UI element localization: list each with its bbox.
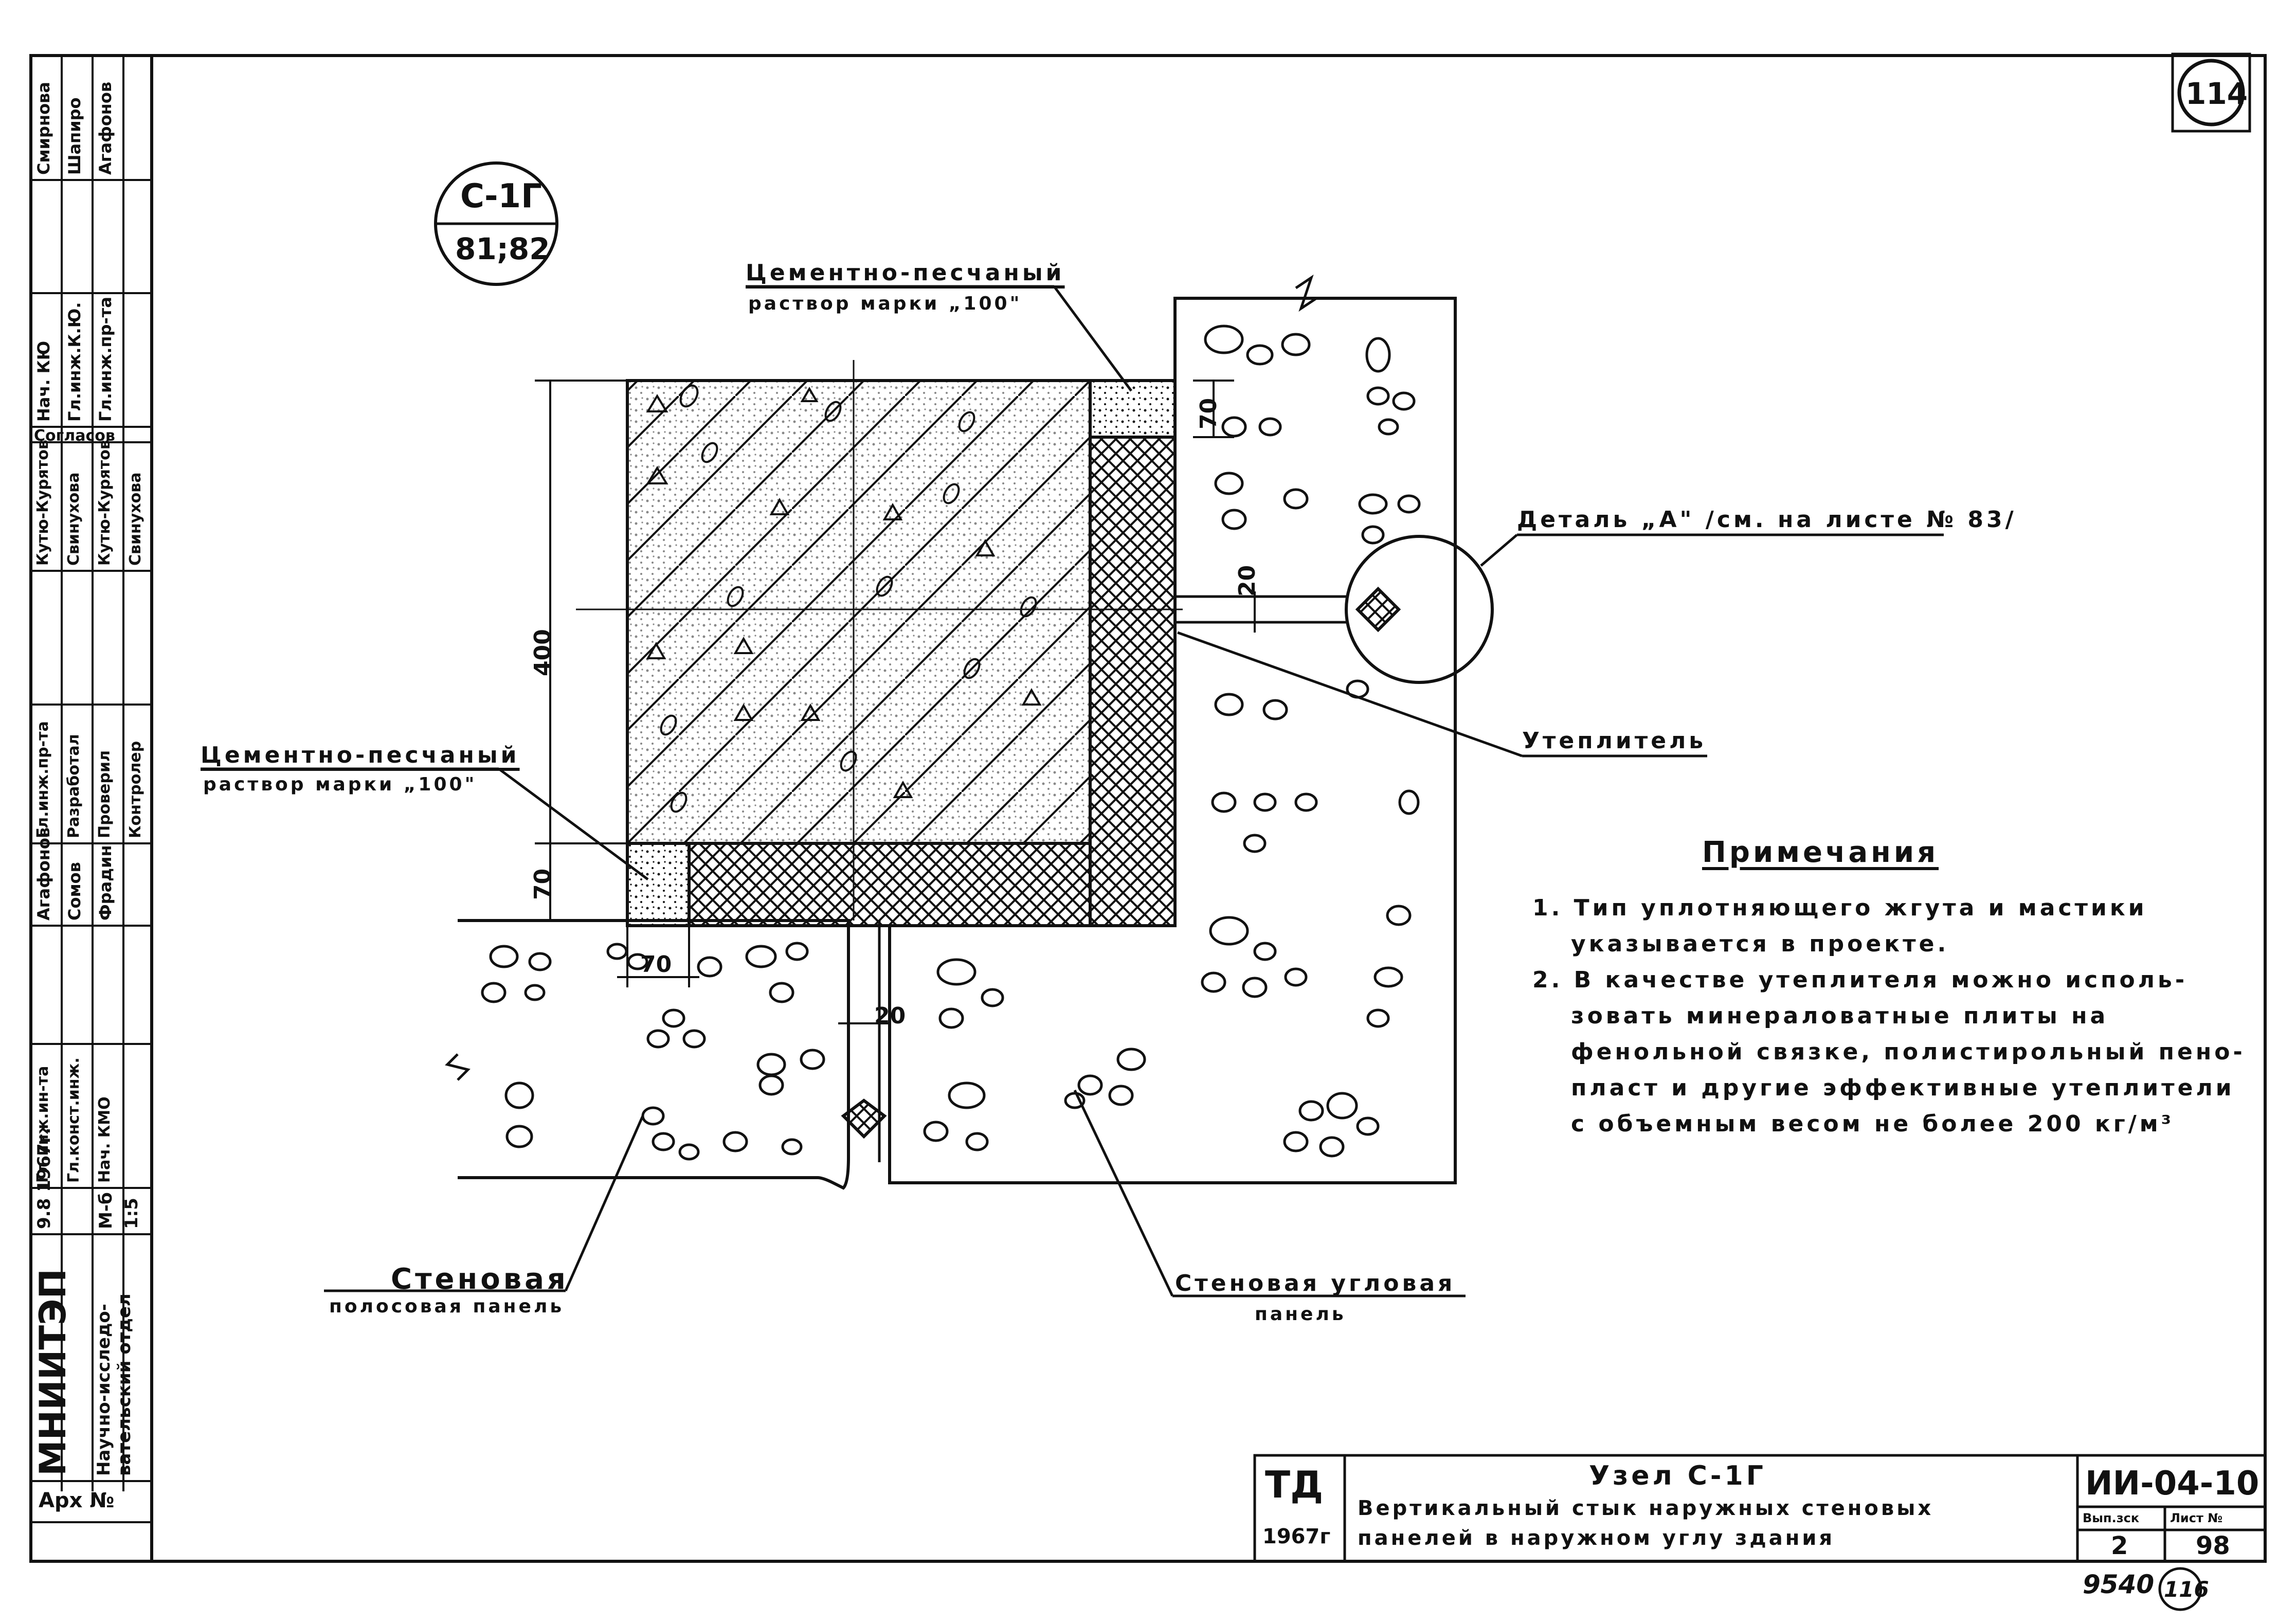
strip-panel-line2: полосовая панель <box>329 1296 565 1317</box>
stamp-name-b-3: Кутю-Курятов <box>96 440 114 566</box>
mortar-left-line1: Цементно-песчаный <box>201 742 520 768</box>
sheet-number-circle <box>2177 59 2245 127</box>
corner-panel-line2: панель <box>1255 1304 1346 1325</box>
stamp-role-a-1: Нач. КЮ <box>34 340 53 422</box>
stamp-role-b-3: Проверил <box>96 750 114 838</box>
insulation-label: Утеплитель <box>1522 728 1707 754</box>
dim-70-left: 70 <box>530 868 556 900</box>
stamp-name-a-3: Агафонов <box>96 81 115 175</box>
title-sheet-label: Лист № <box>2170 1511 2223 1525</box>
corner-panel-line1: Стеновая угловая <box>1175 1270 1456 1296</box>
insulation-horizontal <box>688 842 1092 927</box>
stamp-scale-1: М-б <box>96 1192 116 1229</box>
note-2-line3: фенольной связке, полистирольный пено- <box>1571 1039 2246 1065</box>
stamp-role-b-4: Контролер <box>126 741 144 838</box>
stamp-org: МНИИТЭП <box>32 1268 74 1476</box>
title-node: Узел С-1Г <box>1589 1460 1766 1491</box>
stamp-role-a-2: Гл.инж.К.Ю. <box>65 302 84 422</box>
title-year: 1967г <box>1262 1525 1331 1548</box>
note-2-line4: пласт и другие эффективные утеплители <box>1571 1075 2235 1101</box>
seal-gasket-bottom <box>841 1098 887 1139</box>
column-concrete-aggregate <box>627 381 1090 843</box>
note-2-line1: 2. В качестве утеплителя можно исполь- <box>1532 967 2188 993</box>
insulation-vertical <box>1089 436 1177 927</box>
stamp-name-c-3: Фрадин <box>96 845 115 921</box>
mortar-top-line1: Цементно-песчаный <box>746 260 1065 286</box>
title-issue: 2 <box>2111 1531 2128 1560</box>
stamp-grid <box>31 56 152 1523</box>
node-ref-top: С-1Г <box>460 177 542 215</box>
panel-aggregate <box>481 324 1421 1161</box>
strip-panel-line1: Стеновая <box>391 1263 569 1296</box>
detail-a-circle <box>1345 535 1494 684</box>
dim-70-top: 70 <box>1196 398 1222 429</box>
break-mark-top <box>1295 274 1317 312</box>
mortar-left-line2: раствор марки „100" <box>203 774 477 795</box>
stamp-role-b-1: Гл.инж.пр-та <box>34 721 52 838</box>
stamp-archive-label: Арх № <box>39 1489 115 1512</box>
note-1-line2: указывается в проекте. <box>1571 931 1949 957</box>
detail-ref-label: Деталь „А" /см. на листе № 83/ <box>1517 507 2017 533</box>
archive-circle-number: 116 <box>2164 1577 2209 1602</box>
stamp-agreed: Согласов <box>34 427 115 445</box>
dim-20-horizontal: 20 <box>874 1003 906 1029</box>
stamp-role-b-2: Разработал <box>65 734 83 838</box>
mortar-pad-left <box>626 842 691 927</box>
sheet-badge: 114 <box>2185 76 2248 111</box>
stamp-name-b-1: Кутю-Курятов <box>34 440 52 566</box>
stamp-role-c-3: Нач. КМО <box>96 1096 114 1183</box>
mortar-top-line2: раствор марки „100" <box>748 293 1022 314</box>
stamp-name-a-1: Смирнова <box>34 82 53 175</box>
leader-lines <box>201 285 1944 1297</box>
title-issue-label: Вып.зск <box>2083 1511 2140 1525</box>
notes-title: Примечания <box>1702 836 1939 869</box>
dim-20-vertical: 20 <box>1234 565 1260 597</box>
title-ta: ТД <box>1265 1463 1324 1506</box>
node-ref-circle <box>434 161 558 286</box>
title-desc-1: Вертикальный стык наружных стеновых <box>1358 1496 1934 1520</box>
title-desc-2: панелей в наружном углу здания <box>1358 1526 1835 1550</box>
stamp-scale-2: 1:5 <box>121 1198 142 1229</box>
dim-70-bottom: 70 <box>640 951 672 978</box>
break-mark-left <box>445 1053 471 1081</box>
stamp-name-b-2: Свинухова <box>65 472 83 566</box>
archive-number: 9540 <box>2083 1570 2155 1599</box>
corner-panel-outline <box>888 297 1457 1184</box>
dimension-lines <box>535 380 1256 1024</box>
node-ref-bottom: 81;82 <box>455 231 550 266</box>
note-2-line2: зовать минераловатные плиты на <box>1571 1003 2109 1029</box>
stamp-name-c-1: Агафонов <box>34 827 53 921</box>
stamp-role-a-3: Гл.инж.пр-та <box>96 297 115 422</box>
stamp-dept-2: вательский отдел <box>114 1293 135 1476</box>
archive-circle <box>2158 1567 2202 1611</box>
note-2-line5: с объемным весом не более 200 кг/м³ <box>1571 1111 2175 1137</box>
aggregate-marks <box>646 384 1042 813</box>
title-block-grid <box>1253 1454 2267 1563</box>
mortar-pad-top <box>1089 379 1177 439</box>
stamp-role-c-1: Гл.инж.ин-та <box>34 1066 52 1183</box>
stamp-role-c-2: Гл.конст.инж. <box>65 1057 83 1183</box>
strip-panel-outline <box>458 919 850 1190</box>
sheet-number-frame <box>2171 52 2251 133</box>
stamp-name-c-2: Сомов <box>65 862 84 921</box>
title-sheet: 98 <box>2196 1531 2230 1560</box>
note-1-line1: 1. Тип уплотняющего жгута и мастики <box>1532 895 2147 921</box>
dim-400: 400 <box>530 629 556 676</box>
stamp-dept-1: Научно-исследо- <box>94 1304 114 1476</box>
seal-gasket-right <box>1355 586 1401 633</box>
stamp-name-a-2: Шапиро <box>65 97 84 175</box>
title-code: ИИ-04-10 <box>2085 1465 2259 1503</box>
stamp-name-b-4: Свинухова <box>126 472 144 566</box>
